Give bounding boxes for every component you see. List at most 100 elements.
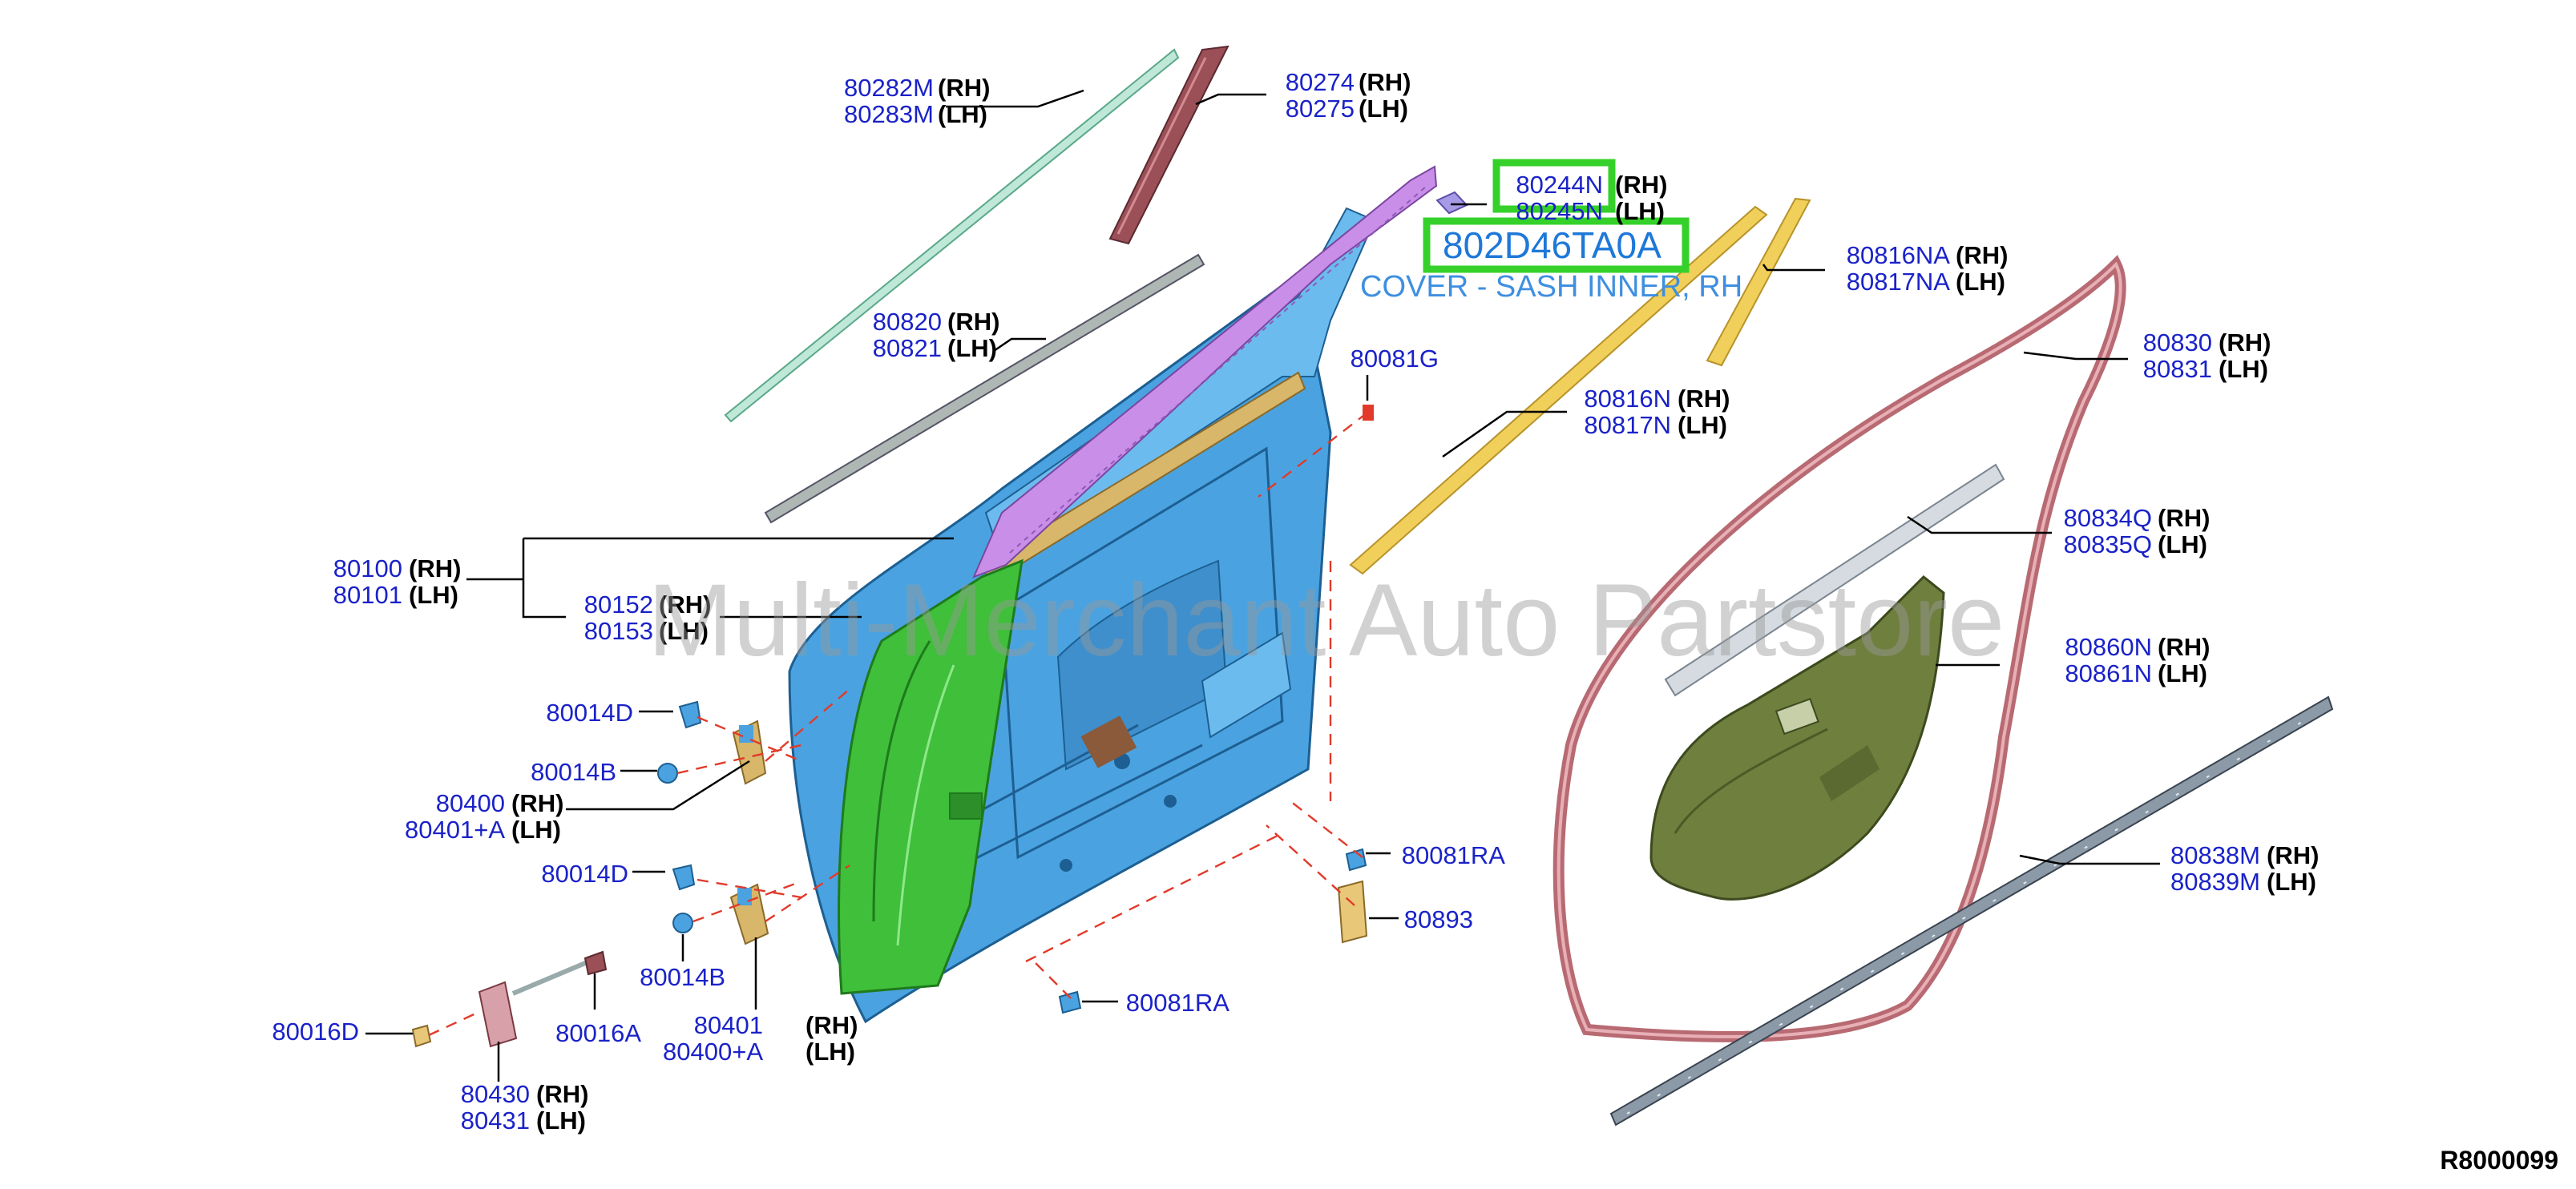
part-labels: 80282M(RH)80283M(LH)80274(RH)80275(LH)80… <box>272 68 2319 1135</box>
glass-run-moulding-outer[interactable] <box>724 48 1180 423</box>
part-number-link[interactable]: 80817NA <box>1847 268 1951 296</box>
side-tag: (RH) <box>2158 633 2210 661</box>
part-number-link[interactable]: 80245N <box>1516 197 1603 225</box>
part-number-link[interactable]: 80430 <box>461 1080 530 1108</box>
side-tag: (LH) <box>1956 268 2005 296</box>
part-number-link[interactable]: 80275 <box>1286 95 1355 123</box>
part-number-link[interactable]: 80838M <box>2170 841 2260 869</box>
part-number-link[interactable]: 80014D <box>541 860 628 888</box>
hinge-lower[interactable] <box>729 883 769 945</box>
belt-moulding-inner[interactable] <box>1664 463 2005 697</box>
label-80893: 80893 <box>1404 905 1473 933</box>
side-tag: (RH) <box>2219 328 2271 357</box>
check-link-bolt-80016A[interactable] <box>583 950 608 976</box>
pillar-garnish[interactable] <box>1108 45 1229 245</box>
check-link[interactable] <box>478 959 591 1048</box>
part-number-link[interactable]: 80152 <box>584 590 653 619</box>
part-number-link[interactable]: 80830 <box>2143 328 2212 357</box>
part-number-link[interactable]: 80014B <box>531 758 616 786</box>
part-number-link[interactable]: 80014B <box>640 963 725 991</box>
part-number-link[interactable]: 80244N <box>1516 171 1603 199</box>
label-80274: 80274(RH)80275(LH) <box>1286 68 1411 123</box>
side-tag: (LH) <box>2219 355 2268 383</box>
label-80401-lower: 80401(RH)80400+A(LH) <box>663 1011 858 1066</box>
bracket-80893[interactable] <box>1337 880 1368 944</box>
label-80152: 80152(RH)80153(LH) <box>584 590 712 645</box>
highlight-box-802D46TA0A <box>1423 217 1690 273</box>
side-tag: (RH) <box>1615 171 1667 199</box>
part-number-link[interactable]: 80821 <box>873 334 942 362</box>
leader-lines <box>365 89 2160 1082</box>
part-number-link[interactable]: 80016A <box>555 1019 641 1047</box>
diagram-reference: R8000099 <box>2440 1146 2558 1175</box>
part-number-link[interactable]: 80081G <box>1351 345 1439 373</box>
hinge-upper[interactable] <box>732 719 767 785</box>
part-number-link[interactable]: 80820 <box>873 308 942 336</box>
fitment-dashed-lines <box>428 412 1368 1037</box>
side-tag: (RH) <box>2267 841 2319 869</box>
hinge-pillar-reinforcement[interactable] <box>838 558 1024 995</box>
side-tag: (LH) <box>2158 659 2207 687</box>
label-80100: 80100(RH)80101(LH) <box>333 554 462 609</box>
part-number-link[interactable]: 80861N <box>2065 659 2152 687</box>
bolt-80014D-upper[interactable] <box>678 700 702 729</box>
part-number-link[interactable]: 80016D <box>272 1018 359 1046</box>
highlighted-part-number[interactable]: 802D46TA0A <box>1443 224 1661 266</box>
part-number-link[interactable]: 80831 <box>2143 355 2212 383</box>
label-80430: 80430(RH)80431(LH) <box>461 1080 589 1135</box>
part-number-link[interactable]: 80081RA <box>1402 841 1506 869</box>
side-tag: (LH) <box>938 100 987 128</box>
part-number-link[interactable]: 80834Q <box>2064 504 2152 532</box>
label-80014B-lower: 80014B <box>640 963 725 991</box>
door-sash[interactable] <box>972 165 1438 578</box>
sash-moulding-upper[interactable] <box>1706 197 1811 367</box>
door-outside-moulding[interactable] <box>1609 695 2334 1127</box>
bolt-80014B-upper[interactable] <box>657 763 678 784</box>
side-tag: (RH) <box>659 590 711 619</box>
part-number-link[interactable]: 80817N <box>1584 411 1671 439</box>
part-number-link[interactable]: 80081RA <box>1126 989 1230 1017</box>
part-number-link[interactable]: 80100 <box>333 554 402 582</box>
check-link-bolt-80016D[interactable] <box>411 1024 432 1048</box>
label-80860N: 80860N(RH)80861N(LH) <box>2065 633 2210 687</box>
part-number-link[interactable]: 80153 <box>584 617 653 645</box>
label-80016A: 80016A <box>555 1019 641 1047</box>
part-number-link[interactable]: 80283M <box>844 100 934 128</box>
part-number-link[interactable]: 80835Q <box>2064 530 2152 558</box>
part-number-link[interactable]: 80282M <box>844 74 934 102</box>
part-number-link[interactable]: 80816NA <box>1847 241 1951 269</box>
side-tag: (LH) <box>511 816 561 844</box>
label-80816N: 80816N(RH)80817N(LH) <box>1584 385 1730 439</box>
clip-80081G[interactable] <box>1363 405 1374 421</box>
part-number-link[interactable]: 80400+A <box>663 1038 763 1066</box>
bolt-80014B-lower[interactable] <box>672 913 693 933</box>
part-number-link[interactable]: 80431 <box>461 1106 530 1135</box>
door-weatherstrip[interactable] <box>1552 255 2126 1042</box>
highlight-box-80244N <box>1492 159 1616 213</box>
label-80014B-upper: 80014B <box>531 758 616 786</box>
label-80400-upper: 80400(RH)80401+A(LH) <box>405 789 563 844</box>
clip-80081RA-right[interactable] <box>1345 848 1367 872</box>
part-number-link[interactable]: 80014D <box>546 699 633 727</box>
sealing-screen[interactable] <box>1649 574 1945 901</box>
label-80244N: 80244N(RH)80245N(LH) <box>1516 171 1667 225</box>
side-tag: (RH) <box>1359 68 1411 96</box>
clip-80081RA-bottom[interactable] <box>1058 990 1082 1014</box>
part-number-link[interactable]: 80816N <box>1584 385 1671 413</box>
part-number-link[interactable]: 80401+A <box>405 816 505 844</box>
part-number-link[interactable]: 80893 <box>1404 905 1473 933</box>
side-tag: (RH) <box>511 789 563 817</box>
part-number-link[interactable]: 80860N <box>2065 633 2152 661</box>
part-number-link[interactable]: 80401 <box>694 1011 763 1039</box>
part-number-link[interactable]: 80839M <box>2170 868 2260 896</box>
side-tag: (LH) <box>1359 95 1408 123</box>
part-number-link[interactable]: 80274 <box>1286 68 1355 96</box>
watermark: Multi-Merchant Auto Partstore <box>648 563 2005 678</box>
belt-weatherstrip-inner[interactable] <box>764 253 1205 524</box>
sash-clip[interactable] <box>1435 191 1468 215</box>
part-number-link[interactable]: 80101 <box>333 581 402 609</box>
side-tag: (RH) <box>409 554 461 582</box>
bolt-80014D-lower[interactable] <box>672 864 696 891</box>
part-number-link[interactable]: 80400 <box>436 789 505 817</box>
sash-moulding-lower[interactable] <box>1349 205 1768 575</box>
